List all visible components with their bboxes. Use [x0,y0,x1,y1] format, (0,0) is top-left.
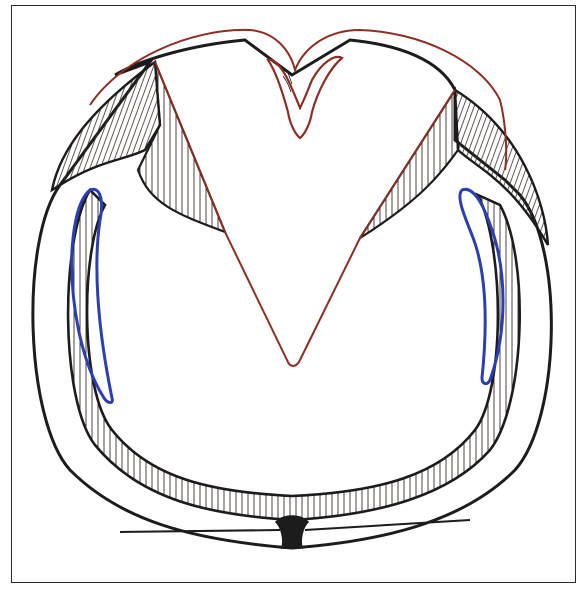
toe-notch [276,516,308,548]
sole-boundary [87,195,498,496]
toe-line-left [120,530,280,532]
white-line-band [68,190,520,520]
central-sulcus [268,57,342,138]
toe-line-right [305,520,470,530]
